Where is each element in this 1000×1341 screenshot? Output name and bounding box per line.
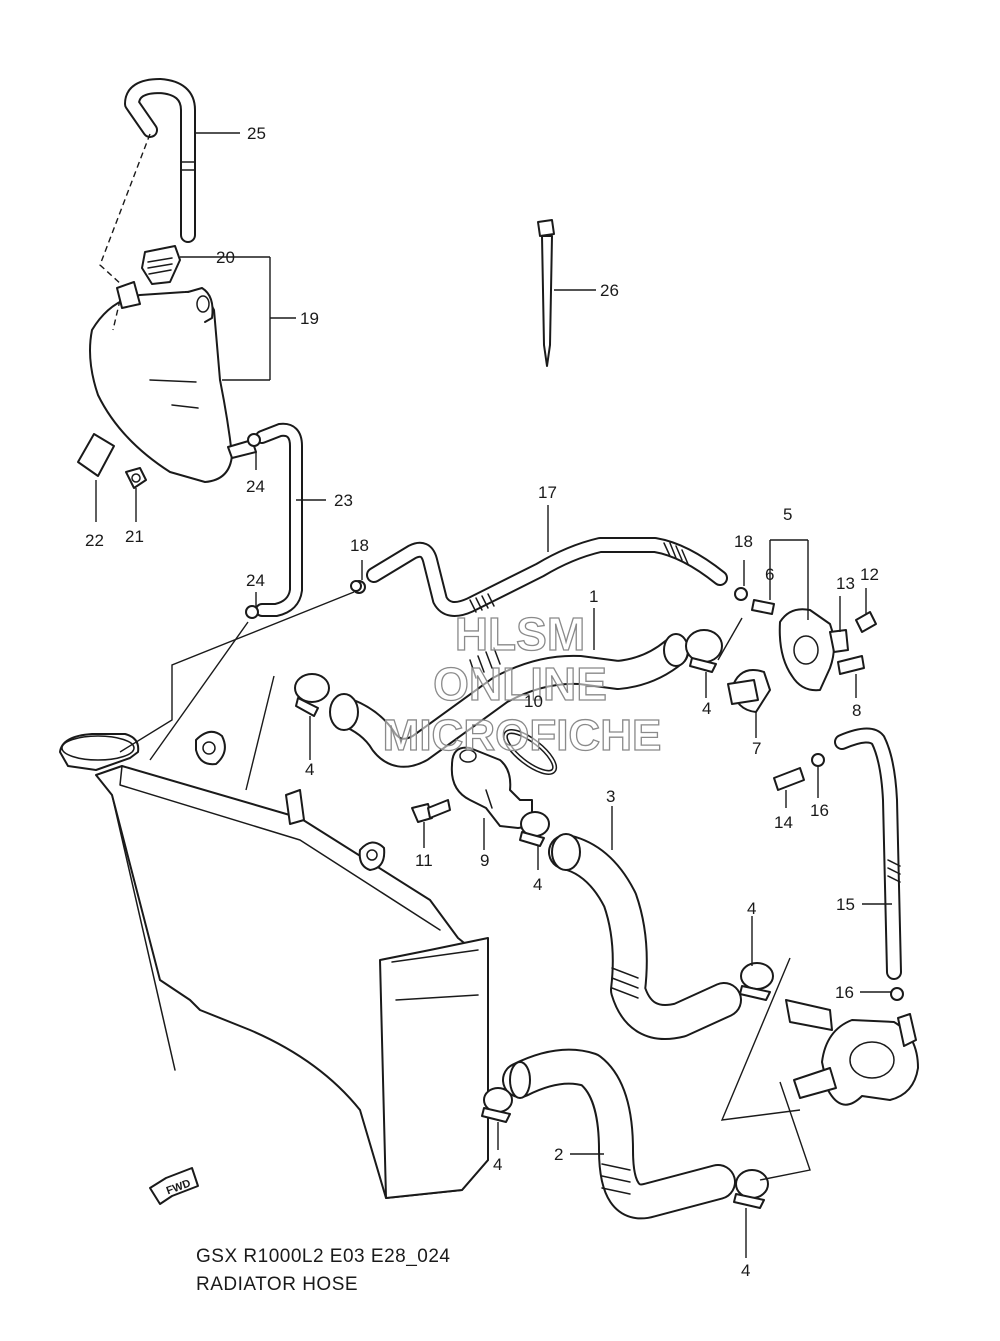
bolt-8	[837, 655, 865, 675]
thermostat-cover-5	[778, 608, 849, 692]
overflow-hose-25	[99, 78, 196, 286]
callout-9: 9	[480, 851, 489, 870]
callout-18-b: 18	[734, 532, 753, 551]
model-code: GSX R1000L2 E03 E28_024	[196, 1246, 450, 1267]
watermark-line-2: ONLINE	[433, 658, 607, 710]
callout-18-a: 18	[350, 536, 369, 555]
clamp-4-d	[739, 962, 774, 1001]
callout-1: 1	[589, 587, 598, 606]
water-pump	[785, 999, 919, 1106]
callout-24-b: 24	[246, 571, 265, 590]
callout-12: 12	[860, 565, 879, 584]
callout-26: 26	[600, 281, 619, 300]
thermostat-housing-9	[450, 746, 533, 829]
bolt-21	[125, 467, 147, 489]
callout-4-d: 4	[747, 899, 756, 918]
callout-25: 25	[247, 124, 266, 143]
bolt-11	[411, 799, 451, 823]
callouts: 25 20 19 26 24 22 21 23 17 18 18 24 1 5 …	[85, 124, 879, 1280]
bolt-12	[855, 611, 877, 633]
pin-6	[751, 599, 775, 615]
hose-10	[329, 633, 689, 768]
callout-4-a: 4	[305, 760, 314, 779]
hose-2	[502, 1048, 736, 1220]
clamp-4-f	[733, 1169, 769, 1209]
callout-14: 14	[774, 813, 793, 832]
watermark: HLSM ONLINE MICROFICHE	[382, 607, 662, 760]
callout-20: 20	[216, 248, 235, 267]
callout-13: 13	[836, 574, 855, 593]
thermostat-7	[727, 669, 771, 713]
callout-16-a: 16	[810, 801, 829, 820]
callout-4-f: 4	[741, 1261, 750, 1280]
clamp-4-a	[294, 673, 330, 717]
clip-18-a	[350, 580, 362, 592]
callout-4-e: 4	[493, 1155, 502, 1174]
callout-15: 15	[836, 895, 855, 914]
callout-11: 11	[415, 851, 433, 870]
hose-15	[834, 727, 902, 980]
callout-16-b: 16	[835, 983, 854, 1002]
callout-4-c: 4	[533, 875, 542, 894]
bolt-14	[773, 767, 805, 791]
clip-16-b	[890, 987, 904, 1001]
callout-7: 7	[752, 739, 761, 758]
callout-3: 3	[606, 787, 615, 806]
clip-18-b	[734, 587, 748, 601]
hose-17	[352, 537, 728, 617]
callout-6: 6	[765, 565, 774, 584]
leader-lines	[95, 132, 892, 1258]
watermark-line-3: MICROFICHE	[383, 711, 662, 760]
callout-21: 21	[125, 527, 144, 546]
fwd-arrow-icon: FWD	[149, 1167, 199, 1205]
clamp-4-c	[519, 811, 550, 847]
reservoir-tank-19	[89, 281, 257, 483]
clamp-4-e	[481, 1087, 513, 1123]
callout-5: 5	[783, 505, 792, 524]
hose-23	[245, 422, 303, 619]
callout-10: 10	[524, 692, 543, 711]
callout-8: 8	[852, 701, 861, 720]
watermark-line-1: HLSM	[455, 608, 585, 660]
callout-2: 2	[554, 1145, 563, 1164]
callout-24-a: 24	[246, 477, 265, 496]
o-ring	[502, 729, 558, 775]
radiator	[59, 730, 489, 1199]
clip-16-a	[811, 753, 825, 767]
callout-19: 19	[300, 309, 319, 328]
callout-23: 23	[334, 491, 353, 510]
hose-3	[548, 833, 742, 1040]
cable-tie-26	[537, 219, 555, 367]
callout-22: 22	[85, 531, 104, 550]
callout-4-b: 4	[702, 699, 711, 718]
clamp-4-b	[685, 629, 723, 673]
diagram-title: RADIATOR HOSE	[196, 1274, 358, 1295]
callout-17: 17	[538, 483, 557, 502]
reservoir-cap-20	[141, 245, 181, 285]
label-22	[77, 433, 115, 477]
